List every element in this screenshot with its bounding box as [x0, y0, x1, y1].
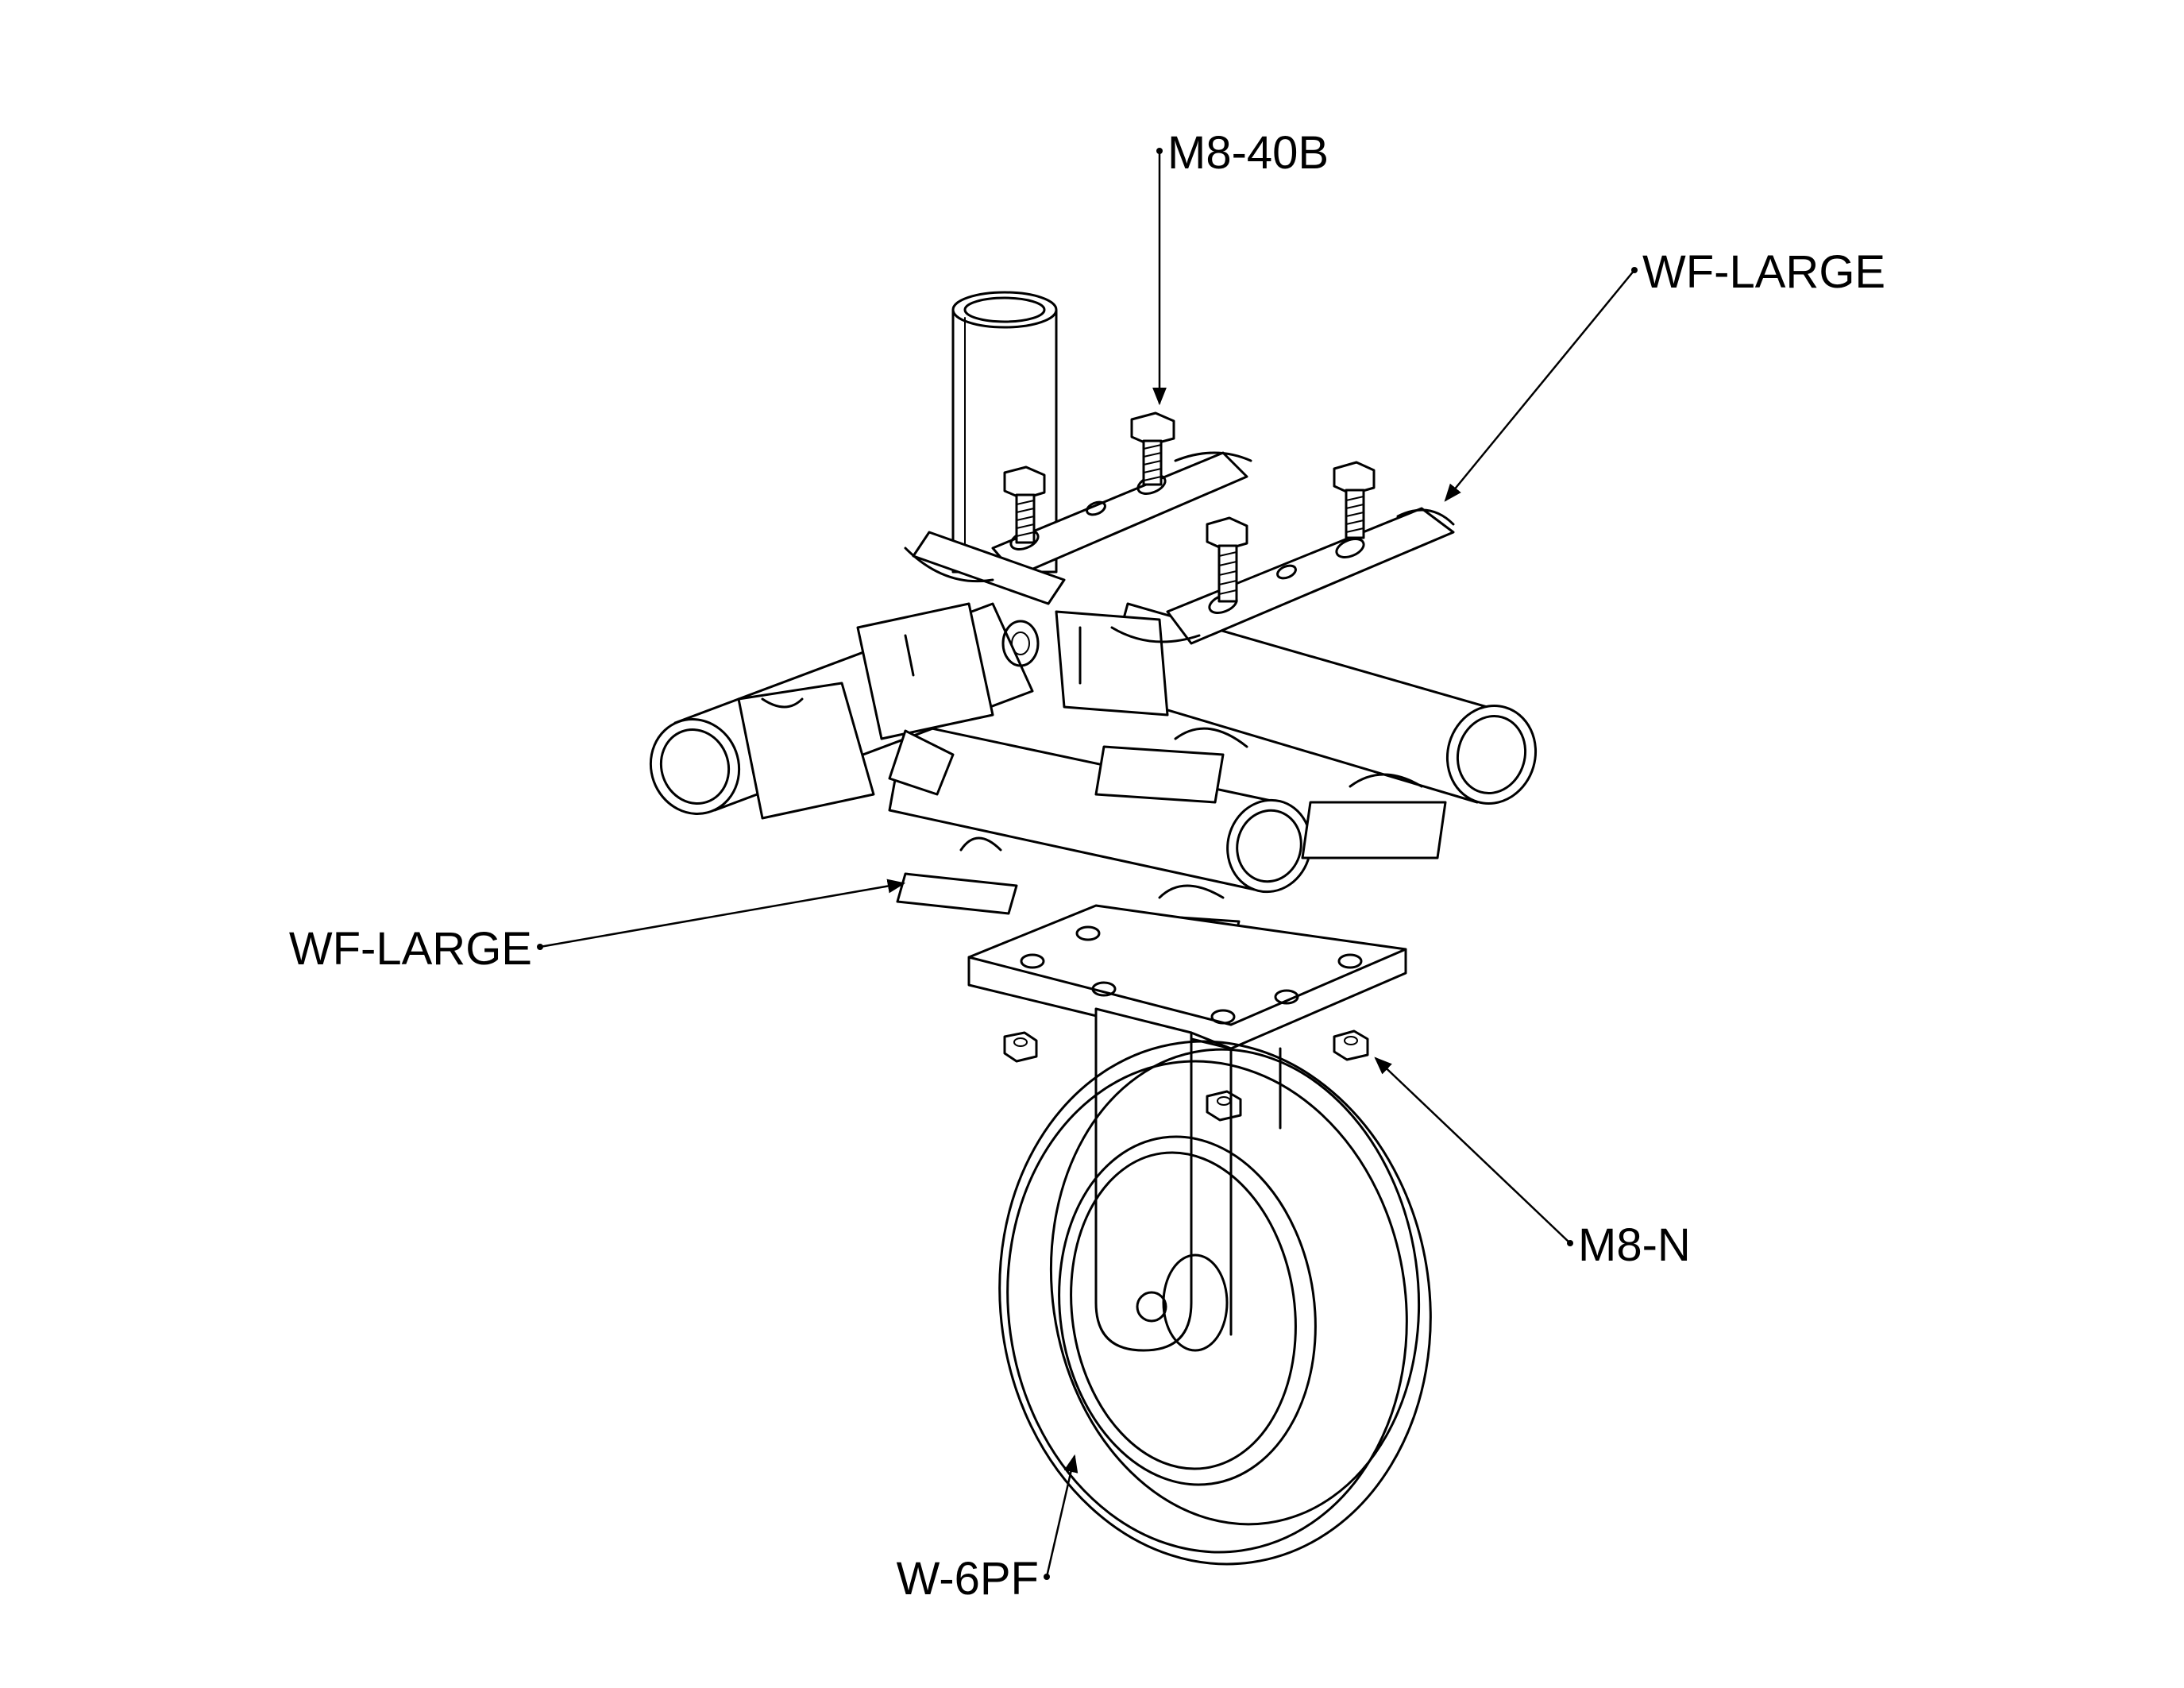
caster-wheel	[998, 1040, 1432, 1566]
callout-nut: M8-N	[1374, 1056, 1691, 1271]
callout-label-bolt: M8-40B	[1167, 127, 1329, 179]
callout-label-clamp-left: WF-LARGE	[289, 923, 532, 975]
bolt-4	[1206, 516, 1248, 603]
callout-clamp-top: WF-LARGE	[1444, 246, 1885, 502]
callout-label-nut: M8-N	[1578, 1219, 1691, 1271]
back-pipe	[1102, 602, 1538, 805]
callout-label-wheel: W-6PF	[897, 1553, 1039, 1605]
nut-left	[1003, 1031, 1038, 1063]
callout-wheel: W-6PF	[897, 1454, 1078, 1605]
caster-fork	[1094, 1007, 1282, 1352]
callout-label-clamp-top: WF-LARGE	[1642, 246, 1885, 298]
top-clamp-plate-upper	[904, 451, 1252, 605]
joint-fittings	[737, 602, 1169, 820]
nut-right	[1333, 1029, 1369, 1061]
caster-assembly-drawing	[649, 291, 1538, 1566]
callout-bolt: M8-40B	[1152, 127, 1329, 406]
bolt-2	[1003, 465, 1046, 544]
callout-clamp-left: WF-LARGE	[289, 879, 906, 975]
bolts	[1003, 411, 1376, 603]
nut-middle	[1206, 1090, 1242, 1122]
top-clamp-plate-lower	[1110, 507, 1455, 645]
caster-mount-plate	[967, 904, 1407, 1050]
bolt-1	[1130, 411, 1175, 486]
bolt-3	[1333, 461, 1376, 539]
